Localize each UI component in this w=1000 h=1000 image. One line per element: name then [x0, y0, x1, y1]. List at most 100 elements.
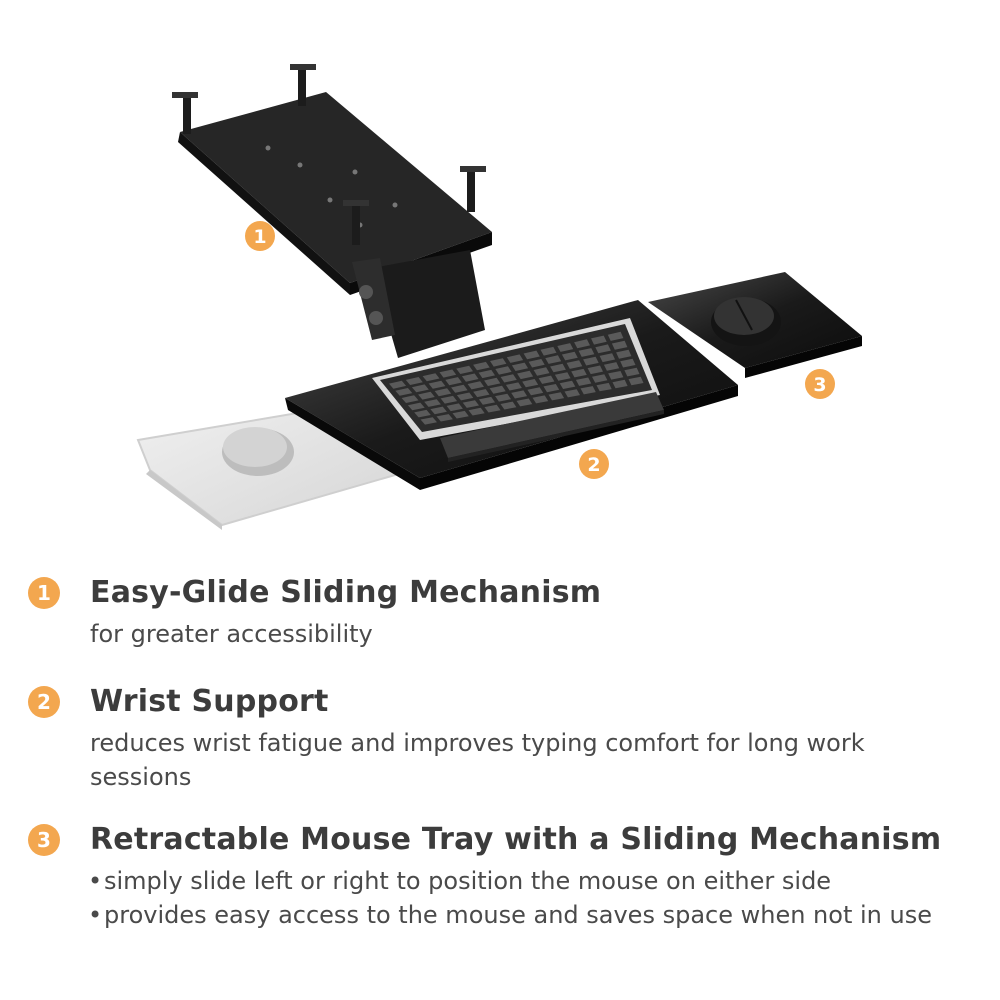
keyboard-key — [559, 380, 576, 389]
keyboard-key — [599, 353, 616, 363]
keyboard-key — [468, 407, 485, 416]
keyboard-key — [561, 351, 578, 361]
keyboard-key — [596, 382, 612, 392]
badge-three: 3 — [805, 369, 835, 399]
bullet-text: provides easy access to the mouse and sa… — [104, 901, 932, 929]
keyboard-key — [446, 403, 463, 412]
keyboard-key — [422, 373, 440, 382]
keyboard-key — [607, 331, 624, 341]
keyboard-key — [587, 365, 603, 375]
feature-3-badge: 3 — [28, 824, 60, 856]
feature-1-badge: 1 — [28, 577, 60, 609]
bullet-item: • provides easy access to the mouse and … — [88, 898, 978, 932]
bullet-text: simply slide left or right to position t… — [104, 867, 832, 895]
bullet-item: • simply slide left or right to position… — [88, 864, 978, 898]
keyboard-key — [595, 344, 611, 354]
keyboard-key — [452, 410, 469, 419]
keyboard-key — [436, 414, 453, 422]
mounting-bracket — [172, 64, 492, 358]
keyboard-key — [389, 380, 407, 389]
keyboard-key — [500, 374, 517, 383]
keyboard-key — [456, 392, 474, 401]
feature-1-description: for greater accessibility — [90, 620, 373, 648]
keyboard-key — [616, 349, 632, 359]
feature-2-title: Wrist Support — [90, 684, 329, 719]
feature-2-badge: 2 — [28, 686, 60, 718]
keyboard-key — [395, 388, 413, 396]
keyboard-key — [430, 406, 447, 415]
feature-3-title: Retractable Mouse Tray with a Sliding Me… — [90, 822, 942, 857]
bullet-dot: • — [88, 901, 103, 929]
keyboard-key — [473, 361, 490, 371]
keyboard-key — [540, 346, 557, 356]
mouse-tray — [648, 272, 862, 378]
bullet-dot: • — [88, 867, 103, 895]
feature-3: 3 Retractable Mouse Tray with a Sliding … — [28, 822, 978, 982]
svg-text:1: 1 — [253, 226, 266, 248]
keyboard-key — [557, 343, 574, 352]
keyboard-key — [489, 385, 506, 394]
keyboard-key — [506, 354, 524, 363]
keyboard-key — [603, 362, 620, 371]
keyboard-key — [548, 392, 565, 401]
keyboard-keys — [389, 331, 644, 425]
keyboard-key — [608, 371, 624, 380]
keyboard-key — [484, 377, 501, 386]
keyboard-key — [624, 367, 640, 377]
keyboard-key — [484, 404, 501, 413]
keyboard-key — [543, 384, 560, 393]
keyboard-key — [545, 355, 562, 364]
keyboard-key — [550, 363, 566, 373]
badge-two: 2 — [579, 449, 609, 479]
keyboard-key — [628, 376, 644, 386]
keyboard-key — [473, 389, 490, 398]
keyboard-key — [405, 377, 423, 385]
keyboard-key — [495, 393, 512, 402]
keyboard-key — [523, 350, 540, 360]
keyboard-key — [456, 365, 473, 374]
keyboard-key — [516, 398, 533, 407]
keyboard-key — [440, 395, 458, 404]
svg-text:2: 2 — [587, 454, 600, 476]
keyboard-key — [511, 362, 529, 371]
keyboard-key — [461, 373, 479, 382]
feature-2-description: reduces wrist fatigue and improves typin… — [90, 729, 865, 791]
keyboard-key — [467, 381, 484, 390]
keyboard-key — [439, 369, 457, 378]
keyboard-key — [566, 360, 583, 369]
keyboard-key — [511, 390, 528, 399]
feature-2: 2 Wrist Support reduces wrist fatigue an… — [28, 684, 978, 794]
keyboard-key — [592, 374, 608, 383]
keyboard-key — [528, 359, 545, 368]
feature-3-bullets: • simply slide left or right to position… — [88, 864, 978, 932]
keyboard-key — [578, 348, 595, 357]
keyboard-key — [538, 375, 555, 384]
keyboard-key — [583, 356, 599, 366]
keyboard-key — [411, 384, 429, 393]
keyboard-key — [611, 340, 628, 350]
keyboard-key — [527, 387, 544, 396]
keyboard-key — [517, 370, 534, 380]
keyboard-key — [575, 377, 592, 386]
keyboard-key — [533, 367, 550, 376]
keyboard-key — [591, 335, 607, 345]
keyboard-key — [420, 417, 437, 425]
keyboard-key — [490, 358, 507, 367]
keyboard-key — [554, 372, 571, 381]
svg-text:3: 3 — [813, 374, 826, 396]
keyboard-key — [612, 379, 628, 389]
keyboard-key — [620, 358, 636, 368]
keyboard-key — [522, 379, 539, 388]
keyboard-key — [532, 395, 549, 404]
keyboard-key — [401, 395, 419, 403]
keyboard-key — [451, 384, 468, 393]
keyboard-key — [445, 377, 462, 386]
keyboard-key — [580, 386, 596, 395]
keyboard-key — [434, 388, 452, 397]
keyboard-key — [505, 382, 522, 391]
keyboard-key — [574, 339, 590, 349]
feature-1: 1 Easy-Glide Sliding Mechanism for great… — [28, 575, 978, 648]
keyboard-key — [414, 409, 431, 418]
keyboard-tray-illustration: 1 2 3 — [136, 64, 862, 530]
keyboard-key — [424, 399, 441, 407]
